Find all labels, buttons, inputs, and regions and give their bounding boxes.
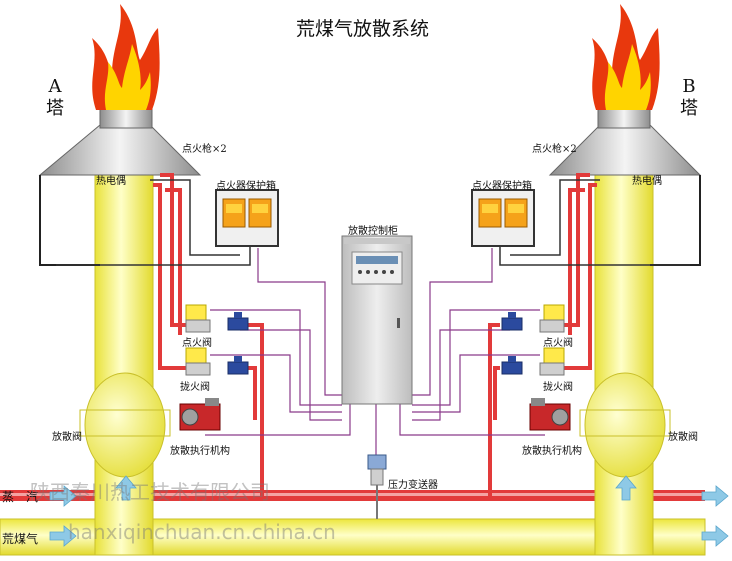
watermark-url: hanxiqinchuan.cn.china.cn [68, 520, 336, 544]
vent-actuator-left [179, 398, 221, 431]
tower-b-letter: B [682, 76, 696, 97]
tower-a-name: 塔 [46, 98, 64, 119]
vent-valve-label-left: 放散阀 [52, 432, 82, 443]
pressure-transmitter [367, 454, 387, 519]
tower-b-label: B 塔 [680, 76, 698, 120]
watermark-company: 陕西秦川热工技术有限公司 [30, 480, 270, 504]
fire-valve-right [501, 347, 565, 376]
ignition-valve-label-left: 点火阀 [182, 338, 212, 349]
igniter-box-left [215, 189, 279, 247]
raw-gas-pipe-label: 荒煤气 [2, 532, 39, 546]
ignition-valve-right [501, 304, 565, 333]
tower-a-label: A 塔 [46, 76, 64, 120]
fire-valve-left [185, 347, 249, 376]
vent-valve-label-right: 放散阀 [668, 432, 698, 443]
ignition-valve-left [185, 304, 249, 333]
flow-arrows [49, 475, 729, 547]
igniter-box-label-right: 点火器保护箱 [472, 181, 532, 192]
steam-pipe-label: 蒸 汽 [2, 490, 39, 504]
vent-actuator-right [529, 398, 571, 431]
control-cabinet-label: 放散控制柜 [348, 226, 398, 237]
ignition-valve-label-right: 点火阀 [543, 338, 573, 349]
fire-valve-label-left: 拢火阀 [180, 382, 210, 393]
thermocouple-wires [56, 179, 690, 266]
igniter-gun-label-left: 点火枪×2 [182, 144, 227, 155]
fire-valve-label-right: 拢火阀 [543, 382, 573, 393]
actuator-label-left: 放散执行机构 [170, 446, 230, 457]
control-wiring [205, 248, 545, 455]
control-cabinet [341, 235, 413, 405]
tower-b-stack [579, 159, 671, 556]
igniter-box-right [471, 189, 535, 247]
steam-header-pipe [0, 490, 705, 501]
actuator-label-right: 放散执行机构 [522, 446, 582, 457]
tower-a-flame [92, 4, 160, 110]
tower-b-flame [592, 4, 660, 110]
pressure-transmitter-label: 压力变送器 [388, 480, 438, 491]
thermocouple-label-right: 热电偶 [632, 176, 662, 187]
igniter-box-label-left: 点火器保护箱 [216, 181, 276, 192]
diagram-title: 荒煤气放散系统 [296, 18, 430, 40]
tower-a-letter: A [48, 76, 62, 97]
tower-a-hood [38, 107, 202, 266]
igniter-gun-label-right: 点火枪×2 [532, 144, 577, 155]
thermocouple-label-left: 热电偶 [96, 176, 126, 187]
tower-b-name: 塔 [680, 98, 698, 119]
tower-b-hood [548, 107, 702, 266]
